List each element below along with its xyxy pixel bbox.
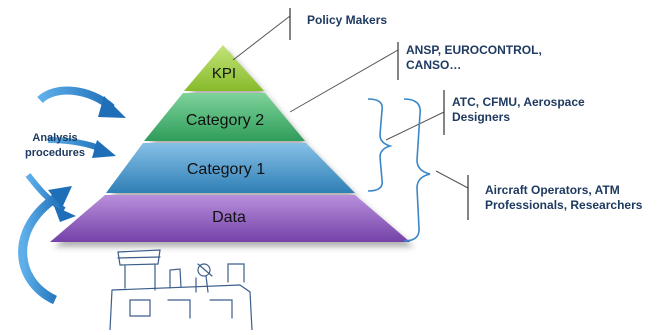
tier-label-data: Data <box>212 209 246 226</box>
pyramid-tier-kpi <box>184 45 264 91</box>
stakeholder-label-ansp: ANSP, EUROCONTROL, CANSO… <box>406 43 542 73</box>
stakeholder-label-atc: ATC, CFMU, Aerospace Designers <box>452 95 585 125</box>
connector-kpi <box>232 15 291 61</box>
pyramid-tier-data <box>50 195 410 242</box>
stakeholder-line: Aircraft Operators, ATM <box>485 183 620 197</box>
stakeholder-line: CANSO… <box>406 58 462 72</box>
connector-category2 <box>289 49 399 113</box>
stakeholder-line: Designers <box>452 110 511 124</box>
curved-arrow-icon <box>18 86 126 305</box>
brace-icon <box>367 98 393 192</box>
stakeholder-line: Policy Makers <box>307 13 388 27</box>
analysis-procedures-line2: procedures <box>25 147 85 159</box>
brace-icon-large <box>403 98 431 242</box>
connector-category1 <box>385 111 445 141</box>
stakeholder-label-policy-makers: Policy Makers <box>307 13 387 28</box>
stakeholder-line: ANSP, EUROCONTROL, <box>406 43 542 57</box>
tier-label-category1: Category 1 <box>187 161 265 178</box>
analysis-procedures-line1: Analysis <box>32 132 78 144</box>
stakeholder-label-aircraft-operators: Aircraft Operators, ATM Professionals, R… <box>485 183 642 213</box>
connector-all <box>435 170 469 189</box>
tier-label-kpi: KPI <box>212 65 236 82</box>
pyramid-tier-category2 <box>144 93 305 141</box>
stakeholder-line: Professionals, Researchers <box>485 198 643 212</box>
pyramid-tier-category1 <box>106 143 355 193</box>
analysis-procedures-label: Analysis procedures <box>14 131 96 161</box>
tier-label-category2: Category 2 <box>186 112 264 129</box>
control-tower-sketch-icon <box>109 249 253 331</box>
stakeholder-line: ATC, CFMU, Aerospace <box>452 95 585 109</box>
